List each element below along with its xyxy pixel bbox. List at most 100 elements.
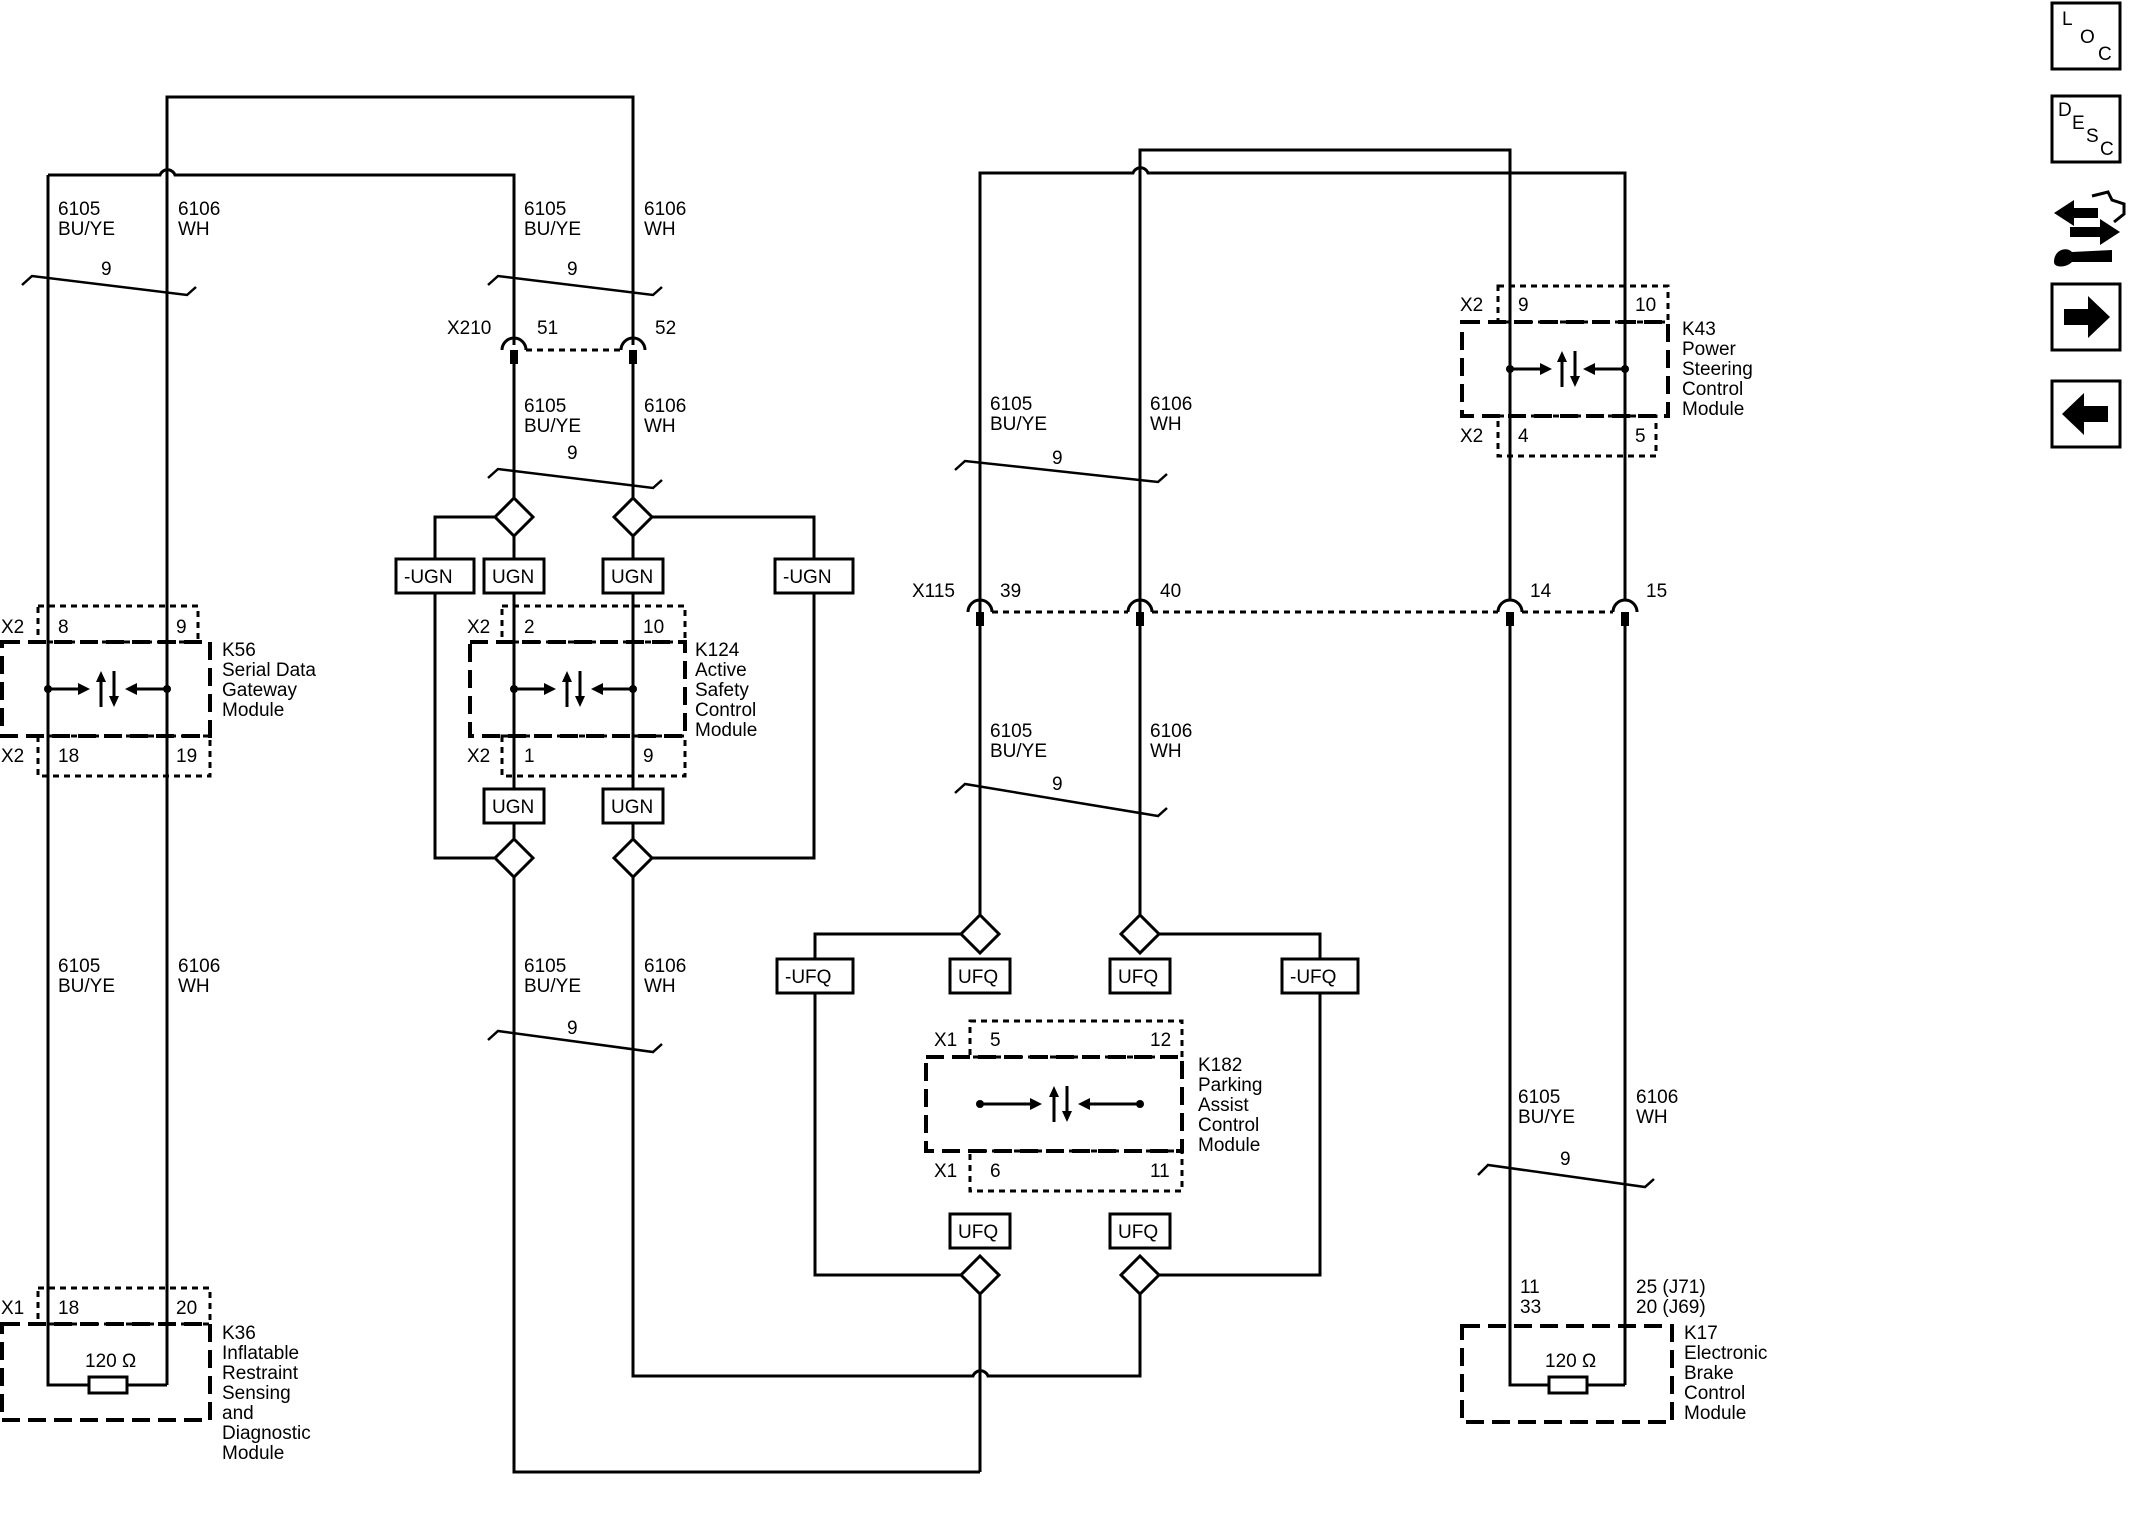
k124-pin: 10 [643,617,664,638]
twist-label: 9 [1560,1149,1571,1170]
module-k56: X2 8 9 X2 18 19 K56 Serial Data Gateway … [0,604,316,778]
wire-number: 6105 [524,199,566,220]
wire-color: WH [178,219,210,240]
desc-letter: S [2086,126,2099,147]
wire-neg-ufq-left [813,932,965,1277]
previous-button[interactable] [2050,379,2122,449]
x115-pin-14: 14 [1530,581,1552,602]
module-k182: X1 5 12 X1 6 11 K182 Parking Assist Cont… [924,1019,1262,1193]
k124-top-conn: X2 [467,617,490,638]
wire-number: 6106 [178,956,220,977]
k124-pin: 1 [524,746,535,767]
splice-label-neg-ufq: -UFQ [1290,967,1336,988]
k56-name: Serial Data [222,660,316,681]
k182-name: Control [1198,1115,1259,1136]
wire-neg-ugn-left [433,515,499,860]
k36-name: and [222,1403,254,1424]
k56-top-conn: X2 [1,617,24,638]
k43-bot-conn: X2 [1460,426,1483,447]
connector-tool-icon[interactable] [2054,190,2126,267]
splice-diamond [492,836,536,880]
module-k17: 120 Ω 11 33 25 (J71) 20 (J69) K17 Electr… [1460,1277,1767,1424]
k182-bot-conn: X1 [934,1161,957,1182]
location-button[interactable]: L O C [2050,1,2122,71]
k43-pin: 5 [1635,426,1646,447]
wire-top-loop-6106 [165,95,635,345]
wire-color: WH [1150,741,1182,762]
splice-diamond [611,836,655,880]
wire-number: 6105 [58,199,100,220]
wire-6105-k124-bottom [512,355,980,1474]
loc-letter: O [2080,27,2095,48]
desc-letter: C [2100,139,2114,160]
k182-pin: 12 [1150,1030,1171,1051]
wire-number: 6106 [1636,1087,1678,1108]
x115-pin-15: 15 [1646,581,1667,602]
k43-name: Control [1682,379,1743,400]
x210-pin-52: 52 [655,318,676,339]
k124-name: Active [695,660,747,681]
k17-name: Brake [1684,1363,1734,1384]
twist-label: 9 [1052,448,1063,469]
splice-diamond [958,1253,1002,1297]
k56-pin: 9 [176,617,187,638]
connector-x210: X210 51 52 [447,318,676,364]
wire-number: 6106 [644,199,686,220]
k36-name: Module [222,1443,284,1464]
k182-name: Parking [1198,1075,1262,1096]
k43-name: Module [1682,399,1744,420]
splice-diamond [1118,912,1162,956]
wire-6105-x115-top [978,166,1627,612]
resistor-icon [87,1375,129,1395]
twist-label: 9 [1052,774,1063,795]
k36-pin: 18 [58,1298,79,1319]
k36-resistor-value: 120 Ω [85,1351,136,1372]
splice-labels: -UGN UGN UGN -UGN UGN UGN -UFQ UFQ UFQ -… [394,557,1360,1250]
wire-number: 6105 [990,394,1032,415]
splice-packs [492,495,1162,1297]
splice-label-ufq: UFQ [958,967,998,988]
twist-label: 9 [101,259,112,280]
k17-pin: 25 (J71) [1636,1277,1706,1298]
k36-name: Inflatable [222,1343,299,1364]
splice-label-ufq: UFQ [958,1222,998,1243]
wire-color: WH [1636,1107,1668,1128]
module-k36: 120 Ω X1 18 20 K36 Inflatable Restraint … [0,1286,311,1464]
x115-pin-40: 40 [1160,581,1181,602]
k56-name: Gateway [222,680,297,701]
loc-letter: C [2098,44,2112,65]
splice-label-ugn: UGN [492,797,534,818]
k43-name: Power [1682,339,1737,360]
wire-color: BU/YE [524,976,581,997]
wire-color: WH [178,976,210,997]
wire-number: 6105 [1518,1087,1560,1108]
wire-number: 6105 [524,396,566,417]
wire-labels: 6105 BU/YE 6106 WH 6105 BU/YE 6106 WH 61… [58,199,1678,1128]
splice-label-ufq: UFQ [1118,967,1158,988]
nav-panel: L O C D E S C [2050,1,2126,449]
k36-name: Restraint [222,1363,299,1384]
next-button[interactable] [2050,282,2122,352]
k17-resistor-value: 120 Ω [1545,1351,1596,1372]
k43-pin: 9 [1518,295,1529,316]
wire-number: 6106 [1150,394,1192,415]
x115-pin-39: 39 [1000,581,1021,602]
description-button[interactable]: D E S C [2050,94,2122,164]
k43-pin: 4 [1518,426,1529,447]
k124-name: Control [695,700,756,721]
wire-number: 6105 [58,956,100,977]
splice-label-ugn: UGN [611,567,653,588]
twist-label: 9 [567,1018,578,1039]
k36-name: Diagnostic [222,1423,311,1444]
wire-color: WH [644,219,676,240]
k43-top-conn: X2 [1460,295,1483,316]
splice-diamond [492,495,536,539]
wire-color: WH [1150,414,1182,435]
k182-pin: 5 [990,1030,1001,1051]
k17-pin: 33 [1520,1297,1541,1318]
k182-pin: 11 [1150,1161,1170,1182]
k17-name: Electronic [1684,1343,1767,1364]
k43-name: Steering [1682,359,1753,380]
wire-color: WH [644,976,676,997]
k36-id: K36 [222,1323,256,1344]
